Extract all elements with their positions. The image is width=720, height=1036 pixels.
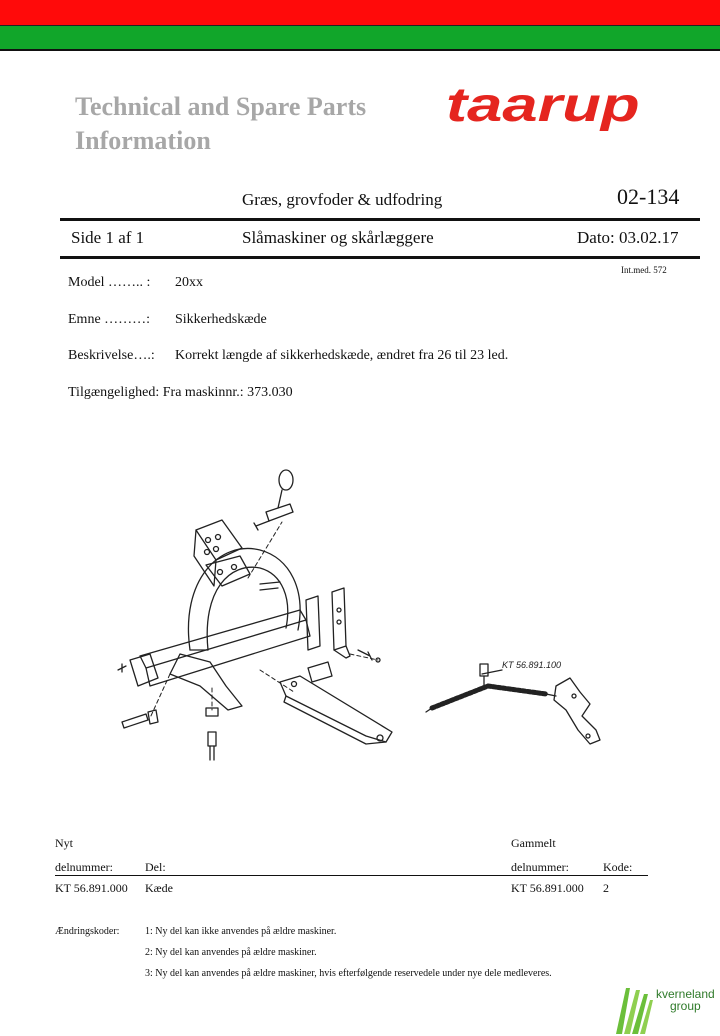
hook-bracket-icon (553, 677, 601, 745)
main-beam-icon (117, 609, 311, 711)
change-code-2: 2: Ny del kan anvendes på ældre maskiner… (145, 947, 317, 958)
header-old-part-number: delnummer: (511, 860, 569, 874)
header-rule-bottom (60, 256, 700, 259)
change-codes-label: Ændringskoder: (55, 926, 120, 937)
document-title-line2: Information (75, 126, 211, 155)
field-description-value: Korrekt længde af sikkerhedskæde, ændret… (175, 348, 509, 363)
availability-note: Tilgængelighed: Fra maskinnr.: 373.030 (68, 385, 293, 400)
taarup-logo: taarup (446, 79, 640, 132)
field-model-label: Model …….. : (68, 275, 151, 290)
kv-logo-line1: kverneland (656, 987, 715, 1001)
parts-exploded-drawing: KT 56.891.100 (117, 469, 601, 761)
field-model-value: 20xx (175, 275, 203, 290)
document-title: Technical and Spare Parts Information (75, 90, 435, 158)
internal-reference: Int.med. 572 (621, 265, 667, 275)
field-model: Model …….. : 20xx (68, 275, 203, 291)
safety-chain-icon (425, 663, 557, 713)
top-bracket-icon (193, 519, 243, 587)
field-subject-value: Sikkerhedskæde (175, 312, 267, 327)
header-code: Kode: (603, 860, 633, 874)
linkage-arm-icon (279, 661, 393, 745)
illustration-callout: KT 56.891.100 (502, 660, 561, 670)
table-row-old: KT 56.891.000 (511, 881, 584, 895)
header-red-band (0, 0, 720, 26)
header-green-band (0, 26, 720, 51)
product-line: Slåmaskiner og skårlæggere (242, 228, 434, 247)
parts-table-rule (55, 875, 648, 876)
table-row-new: KT 56.891.000 (55, 881, 128, 895)
field-description: Beskrivelse….: Korrekt længde af sikkerhe… (68, 348, 508, 364)
field-subject: Emne ………: Sikkerhedskæde (68, 312, 267, 328)
field-description-label: Beskrivelse….: (68, 348, 155, 363)
table-row-code: 2 (603, 881, 609, 895)
page-indicator: Side 1 af 1 (71, 228, 145, 247)
bolt-icon (121, 707, 219, 761)
document-number: 02-134 (617, 184, 680, 209)
kverneland-group-logo: kverneland group (616, 987, 715, 1034)
header-part: Del: (145, 860, 166, 874)
category-label: Græs, grovfoder & udfodring (242, 190, 443, 209)
document-date: Dato: 03.02.17 (577, 228, 679, 247)
locking-pin-icon (253, 469, 294, 531)
field-subject-label: Emne ………: (68, 312, 151, 327)
side-bracket-icon (305, 587, 381, 663)
kv-logo-line2: group (670, 999, 701, 1013)
change-code-1: 1: Ny del kan ikke anvendes på ældre mas… (145, 926, 337, 937)
table-row-part: Kæde (145, 881, 173, 895)
header-old-top: Gammelt (511, 836, 556, 850)
header-rule-top (60, 218, 700, 221)
document-title-line1: Technical and Spare Parts (75, 92, 367, 121)
header-new-top: Nyt (55, 836, 73, 850)
change-code-3: 3: Ny del kan anvendes på ældre maskiner… (145, 968, 552, 979)
header-new-part-number: delnummer: (55, 860, 113, 874)
arch-frame-icon (187, 547, 301, 651)
